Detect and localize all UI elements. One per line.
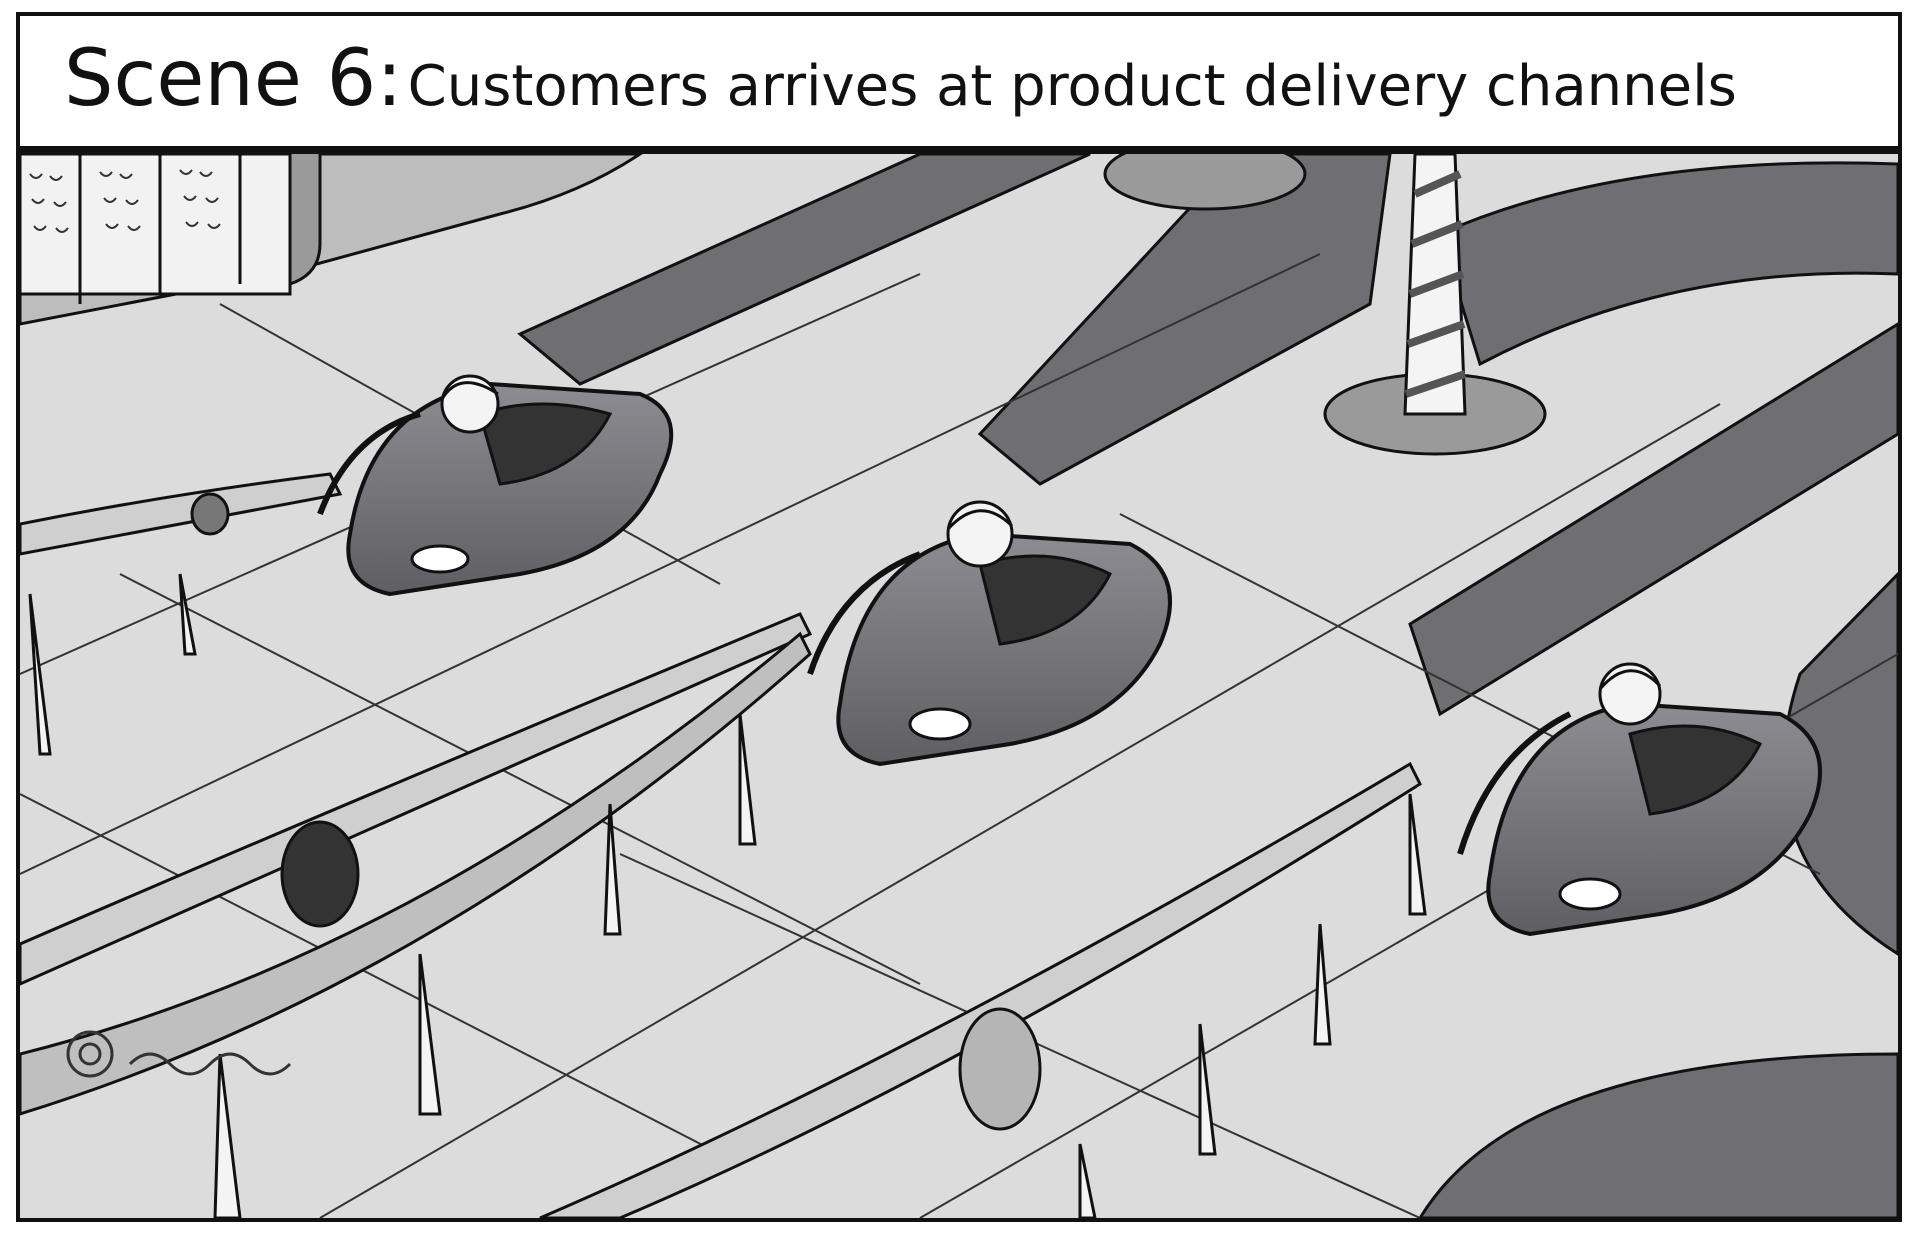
scene-description: Customers arrives at product delivery ch… bbox=[407, 54, 1737, 119]
rail-decoration bbox=[66, 1030, 292, 1078]
illustration-scene bbox=[20, 154, 1898, 1218]
bumper-car-boy-right bbox=[1457, 662, 1822, 937]
comic-illustration-panel bbox=[16, 150, 1902, 1222]
candy-cane-pole bbox=[1103, 154, 1547, 456]
scene-title: Scene 6: Customers arrives at product de… bbox=[64, 34, 1737, 124]
bumper-car-girl bbox=[317, 374, 674, 597]
cookie-items bbox=[190, 492, 1042, 1131]
girl-driver bbox=[440, 374, 500, 434]
bumper-car-boy-center bbox=[807, 500, 1172, 767]
scene-label: Scene 6: bbox=[64, 34, 403, 124]
cookie-delivery-rails bbox=[20, 472, 1422, 1218]
scene-title-box: Scene 6: Customers arrives at product de… bbox=[16, 12, 1902, 150]
boy-driver-center bbox=[946, 500, 1014, 568]
delivery-lanes bbox=[517, 154, 1898, 1218]
boy-driver-right bbox=[1598, 662, 1662, 726]
candy-display-wall bbox=[20, 154, 643, 326]
rail-posts bbox=[28, 573, 1427, 1218]
